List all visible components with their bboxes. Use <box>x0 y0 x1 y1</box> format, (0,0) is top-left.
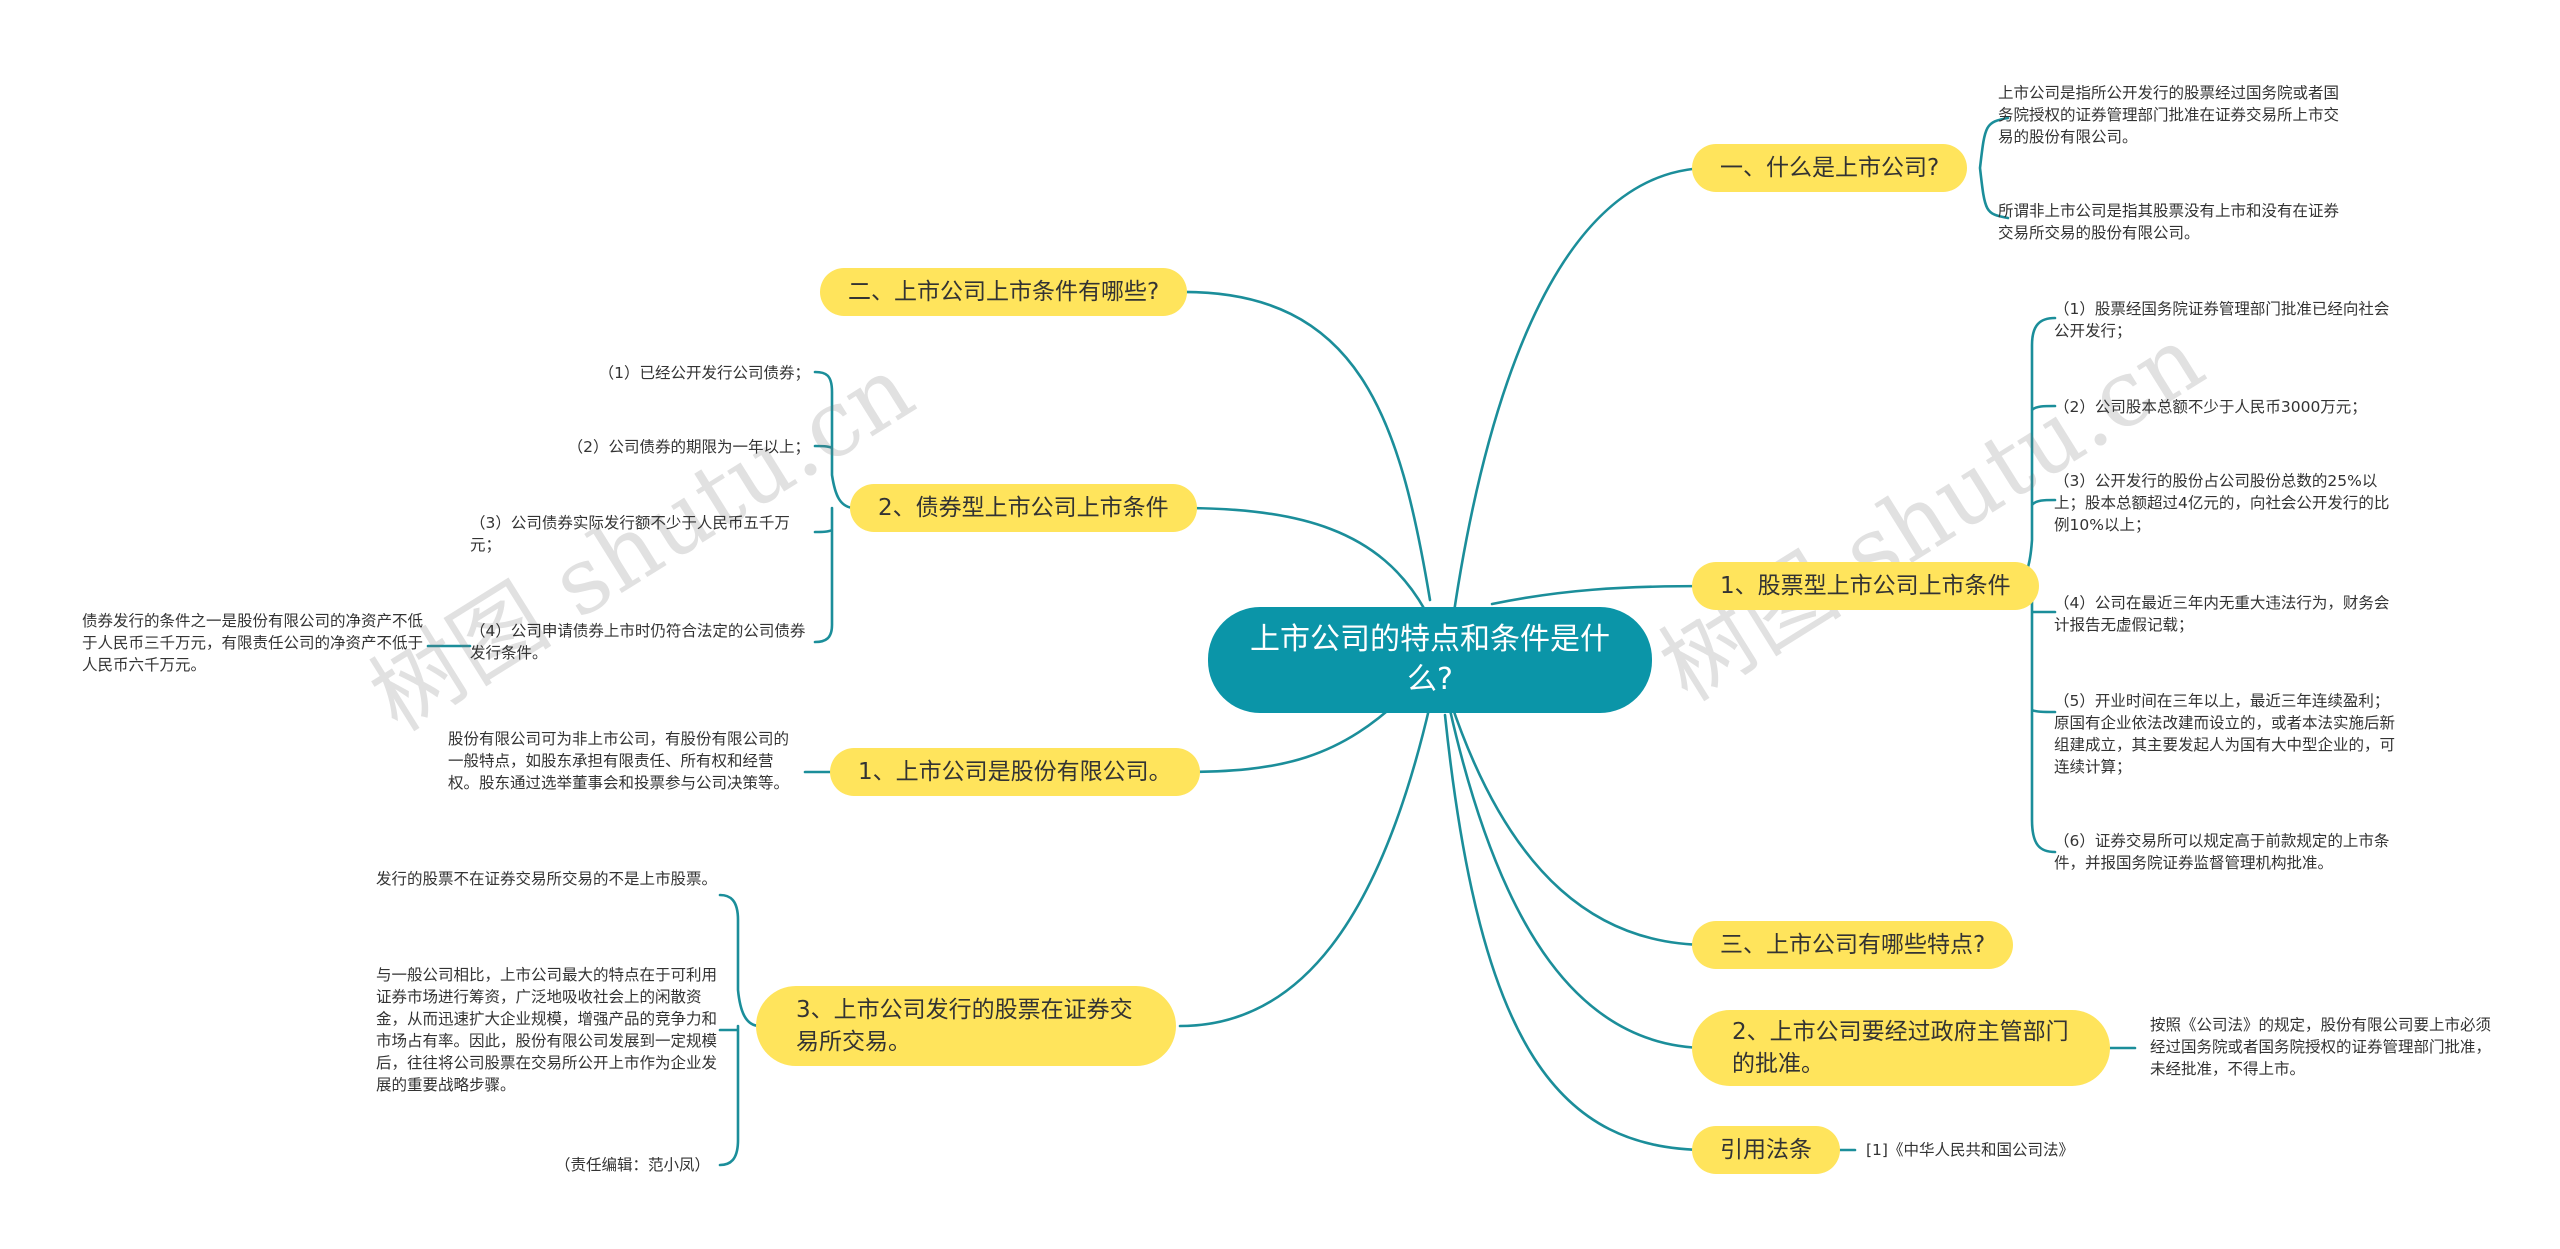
link-root-features <box>1448 698 1710 947</box>
link-bond-brace <box>813 370 857 644</box>
link-root-exchange <box>1178 703 1432 1028</box>
exchange-item-2: 与一般公司相比，上市公司最大的特点在于可利用证券市场进行筹资，广泛地吸收社会上的… <box>376 966 718 1094</box>
topic-stock-conditions[interactable]: 1、股票型上市公司上市条件 <box>1692 562 2039 610</box>
joint-stock-note: 股份有限公司可为非上市公司，有股份有限公司的一般特点，如股东承担有限责任、所有权… <box>448 730 790 792</box>
link-root-joint <box>1178 688 1412 774</box>
bond-item-1: （1）已经公开发行公司债券； <box>598 364 810 382</box>
topic-label: 三、上市公司有哪些特点? <box>1720 932 1986 958</box>
topic-label: 1、上市公司是股份有限公司。 <box>858 759 1172 785</box>
root-topic-label: 上市公司的特点和条件是什么? <box>1250 622 1610 697</box>
exchange-editor: （责任编辑：范小凤） <box>554 1156 710 1174</box>
link-root-what <box>1448 166 1710 642</box>
link-root-bond <box>1178 506 1427 612</box>
bond-sub-note: 债券发行的条件之一是股份有限公司的净资产不低于人民币三千万元，有限责任公司的净资… <box>82 612 424 674</box>
link-root-stock <box>1490 584 1710 606</box>
topic-label: 1、股票型上市公司上市条件 <box>1720 573 2011 599</box>
topic-label: 3、上市公司发行的股票在证券交易所交易。 <box>796 997 1133 1055</box>
topic-features[interactable]: 三、上市公司有哪些特点? <box>1692 921 2014 969</box>
link-stock-brace <box>2003 316 2057 854</box>
stock-item-4: （4）公司在最近三年内无重大违法行为，财务会计报告无虚假记载； <box>2054 594 2390 634</box>
topic-label: 一、什么是上市公司? <box>1720 155 1940 181</box>
topic-what-is-listed-company[interactable]: 一、什么是上市公司? <box>1692 144 1968 192</box>
bond-item-4: （4）公司申请债券上市时仍符合法定的公司债券发行条件。 <box>470 622 806 662</box>
link-exchange-brace <box>718 893 762 1167</box>
stock-item-2: （2）公司股本总额不少于人民币3000万元； <box>2054 398 2367 416</box>
approval-note: 按照《公司法》的规定，股份有限公司要上市必须经过国务院或者国务院授权的证券管理部… <box>2150 1016 2492 1078</box>
stock-item-1: （1）股票经国务院证券管理部门批准已经向社会公开发行； <box>2054 300 2390 340</box>
topic-stock-exchange-trading[interactable]: 3、上市公司发行的股票在证券交易所交易。 <box>756 986 1176 1066</box>
topic-bond-conditions[interactable]: 2、债券型上市公司上市条件 <box>850 484 1197 532</box>
topic-label: 2、上市公司要经过政府主管部门的批准。 <box>1732 1019 2069 1077</box>
topic-joint-stock-company[interactable]: 1、上市公司是股份有限公司。 <box>830 748 1200 796</box>
topic-cited-law[interactable]: 引用法条 <box>1692 1126 1840 1174</box>
what-definition: 上市公司是指所公开发行的股票经过国务院或者国务院授权的证券管理部门批准在证券交易… <box>1998 84 2340 146</box>
what-non-listed: 所谓非上市公司是指其股票没有上市和没有在证券交易所交易的股份有限公司。 <box>1998 202 2340 242</box>
root-topic[interactable]: 上市公司的特点和条件是什么? <box>1208 607 1652 713</box>
topic-listing-conditions-question[interactable]: 二、上市公司上市条件有哪些? <box>820 268 1188 316</box>
stock-item-3: （3）公开发行的股份占公司股份总数的25%以上；股本总额超过4亿元的，向社会公开… <box>2054 472 2390 534</box>
stock-item-6: （6）证券交易所可以规定高于前款规定的上市条件，并报国务院证券监督管理机构批准。 <box>2054 832 2390 872</box>
exchange-item-1: 发行的股票不在证券交易所交易的不是上市股票。 <box>376 870 718 888</box>
topic-label: 2、债券型上市公司上市条件 <box>878 495 1169 521</box>
link-root-conditions <box>1178 290 1432 602</box>
stock-item-5: （5）开业时间在三年以上，最近三年连续盈利；原国有企业依法改建而设立的，或者本法… <box>2054 692 2396 776</box>
link-root-law <box>1443 713 1710 1152</box>
link-what-brace <box>1978 116 2010 220</box>
law-reference: [1]《中华人民共和国公司法》 <box>1866 1141 2074 1159</box>
topic-label: 二、上市公司上市条件有哪些? <box>848 279 1160 305</box>
topic-label: 引用法条 <box>1720 1137 1812 1163</box>
bond-item-3: （3）公司债券实际发行额不少于人民币五千万元； <box>470 514 790 554</box>
bond-item-2: （2）公司债券的期限为一年以上； <box>567 438 810 456</box>
topic-government-approval[interactable]: 2、上市公司要经过政府主管部门的批准。 <box>1692 1010 2110 1086</box>
link-root-approval <box>1448 708 1710 1050</box>
